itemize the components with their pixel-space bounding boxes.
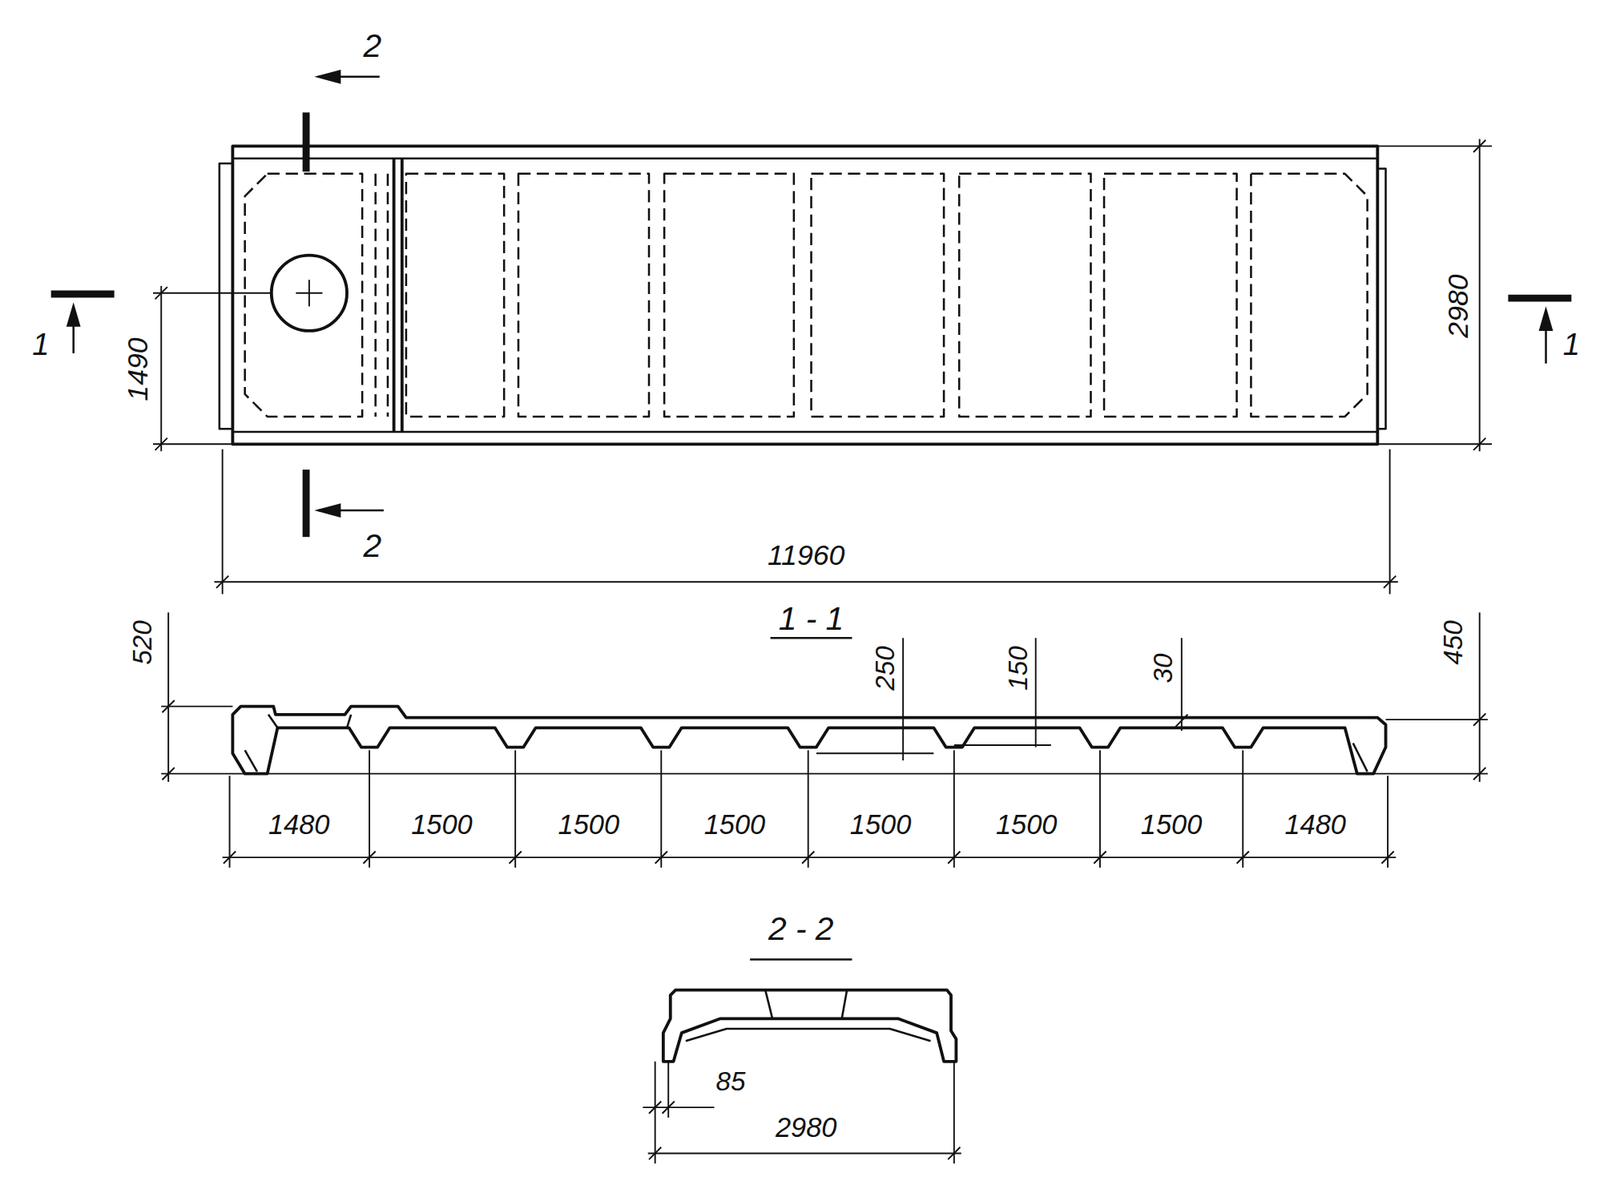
- dimension-label: 1500: [408, 810, 475, 839]
- dimension-label: 1: [1560, 328, 1583, 361]
- dimension-label: 150: [1004, 644, 1033, 694]
- dimension-label: 85: [713, 1068, 748, 1097]
- dimension-label: 450: [1438, 618, 1468, 668]
- dimension-label: 1500: [556, 810, 622, 839]
- dimension-label: 1 - 1: [776, 600, 847, 636]
- dimension-label: 1500: [1138, 810, 1205, 839]
- dimension-label: 1500: [993, 810, 1060, 839]
- dimension-label: 1480: [265, 810, 332, 839]
- dimension-label: 1500: [847, 810, 914, 839]
- dimension-label: 2: [361, 28, 385, 64]
- dimension-label: 1: [29, 328, 52, 361]
- dimension-label: 250: [871, 644, 900, 694]
- dimension-label: 1500: [701, 810, 768, 839]
- dimension-label: 1480: [1281, 810, 1348, 839]
- dimension-label: 30: [1149, 651, 1178, 686]
- dimension-label: 2980: [773, 1112, 839, 1142]
- dimension-label: 520: [128, 618, 158, 668]
- dimension-label: 2 - 2: [765, 911, 837, 947]
- dimension-label: 1490: [123, 334, 154, 404]
- dimension-label: 2: [361, 528, 385, 564]
- dimension-label: 2980: [1444, 271, 1475, 340]
- dimension-label: 11960: [765, 540, 848, 571]
